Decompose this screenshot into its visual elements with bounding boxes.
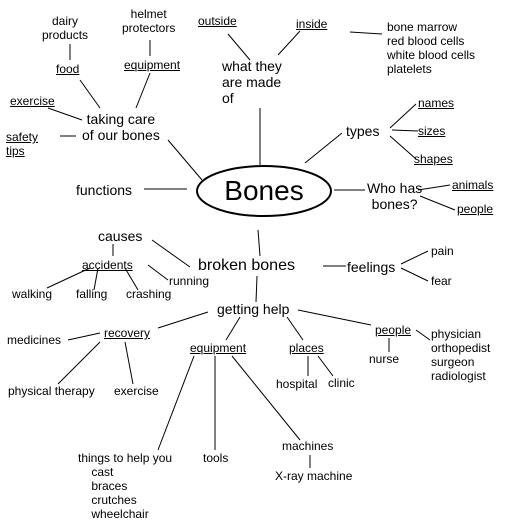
- line-equipment-help: [225, 316, 241, 341]
- shapes-label: shapes: [414, 152, 453, 166]
- running-label: running: [169, 274, 210, 288]
- line-exercise-recovery: [124, 341, 134, 385]
- taking-care-label: taking care of our bones: [82, 111, 160, 143]
- food-label: food: [56, 62, 80, 76]
- nurse-label: nurse: [369, 352, 400, 366]
- line-shapes-types: [389, 135, 417, 160]
- physical-therapy-label: physical therapy: [8, 384, 95, 398]
- broken-bones-label: broken bones: [198, 257, 295, 274]
- line-clinic-places: [317, 355, 334, 377]
- dairy-products-label: dairy products: [42, 14, 89, 42]
- safety-tips-label: safety tips: [6, 130, 39, 158]
- center-ellipse: [196, 165, 332, 217]
- feelings-label: feelings: [347, 259, 396, 275]
- line-fear-feelings: [400, 267, 429, 282]
- names-label: names: [418, 96, 455, 110]
- people-who-label: people: [457, 202, 494, 216]
- line-broken-center: [257, 229, 261, 257]
- pain-label: pain: [431, 244, 454, 258]
- line-crashing-accidents: [124, 267, 139, 291]
- line-pt-recovery: [57, 341, 101, 385]
- line-inside-items: [349, 31, 383, 35]
- helmet-protectors-label: helmet protectors: [122, 7, 176, 35]
- accidents-label: accidents: [82, 258, 133, 272]
- sizes-label: sizes: [418, 124, 446, 138]
- line-things-equipment: [157, 355, 195, 451]
- line-causes-broken: [151, 239, 191, 268]
- made-of-label: what they are made of: [222, 58, 282, 106]
- exercise-care-label: exercise: [10, 94, 55, 108]
- inside-items-list: bone marrow red blood cells white blood …: [387, 20, 476, 76]
- line-walking-accidents: [46, 267, 91, 289]
- getting-help-label: getting help: [217, 301, 290, 317]
- line-sizes-types: [391, 129, 419, 132]
- center-topic: Bones: [224, 175, 304, 206]
- line-equipment-care: [135, 72, 151, 109]
- line-medicines-recovery: [67, 332, 101, 341]
- exercise-recovery-label: exercise: [114, 384, 159, 398]
- hospital-label: hospital: [276, 377, 318, 391]
- fear-label: fear: [431, 274, 452, 288]
- line-people-help: [297, 309, 372, 326]
- equipment-help-label: equipment: [190, 341, 247, 355]
- line-pain-feelings: [400, 250, 429, 265]
- line-care-center: [167, 139, 203, 181]
- line-people-whohas: [419, 195, 456, 211]
- xray-machine-label: X-ray machine: [275, 469, 353, 483]
- places-label: places: [289, 341, 324, 355]
- things-to-help-list: things to help you cast braces crutches …: [78, 451, 173, 521]
- equipment-care-label: equipment: [124, 58, 181, 72]
- people-help-label: people: [375, 323, 412, 337]
- line-list-people: [415, 329, 431, 341]
- medicines-label: medicines: [7, 333, 62, 347]
- types-label: types: [346, 123, 380, 139]
- line-recovery-help: [157, 311, 209, 329]
- people-list: physician orthopedist surgeon radiologis…: [431, 327, 491, 383]
- line-outside-madeof: [227, 33, 251, 61]
- line-names-types: [389, 103, 417, 129]
- outside-label: outside: [198, 14, 237, 28]
- line-animals-whohas: [417, 184, 451, 191]
- who-has-bones-label: Who has bones?: [367, 180, 423, 212]
- functions-label: functions: [76, 182, 133, 198]
- line-running-accidents: [147, 264, 169, 281]
- recovery-label: recovery: [104, 326, 151, 340]
- line-machines-equipment: [231, 355, 301, 441]
- clinic-label: clinic: [328, 376, 355, 390]
- falling-label: falling: [76, 287, 108, 301]
- crashing-label: crashing: [126, 287, 172, 301]
- line-help-broken: [255, 275, 258, 303]
- machines-label: machines: [282, 439, 334, 453]
- causes-label: causes: [98, 228, 143, 244]
- tools-label: tools: [203, 451, 229, 465]
- line-falling-accidents: [93, 267, 99, 291]
- line-places-help: [286, 316, 304, 341]
- line-food-care: [79, 79, 101, 109]
- animals-label: animals: [452, 178, 494, 192]
- line-inside-madeof: [277, 30, 301, 56]
- walking-label: walking: [12, 287, 53, 301]
- line-exercise-care: [47, 107, 83, 121]
- line-types-center: [304, 132, 343, 164]
- inside-label: inside: [296, 17, 328, 31]
